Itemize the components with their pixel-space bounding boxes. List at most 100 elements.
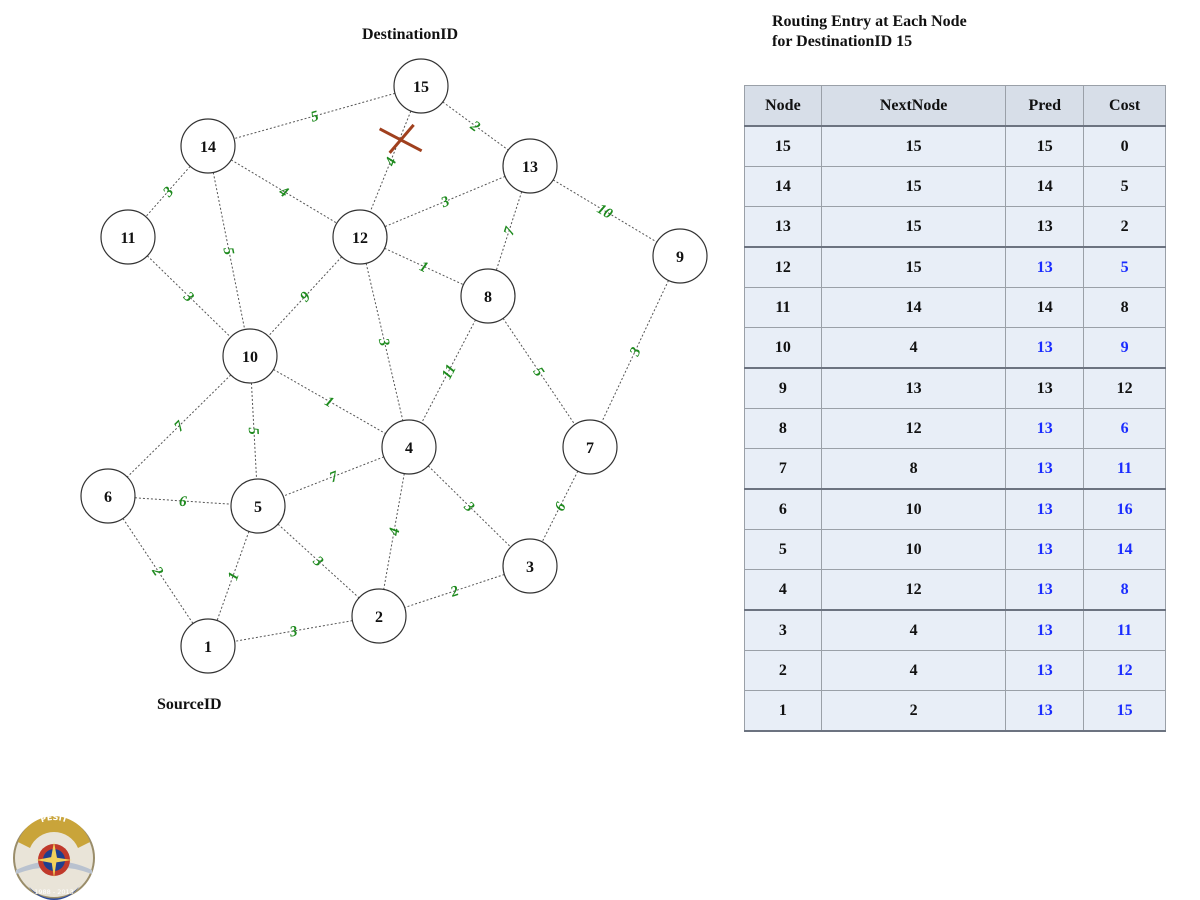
edge-weight-label: 4 <box>275 183 291 201</box>
edge-weight-label: 1 <box>225 570 243 582</box>
cell-nextnode: 15 <box>820 246 1007 288</box>
graph-node-1: 1 <box>180 618 236 674</box>
cell-node: 12 <box>744 246 822 288</box>
edge-12-4 <box>365 263 404 421</box>
edge-4-3 <box>427 465 512 548</box>
graph-node-6: 6 <box>80 468 136 524</box>
graph-node-circle <box>652 228 708 284</box>
graph-node-circle <box>80 468 136 524</box>
graph-node-circle <box>230 478 286 534</box>
edge-weight-label: 5 <box>219 246 236 257</box>
graph-node-label: 12 <box>352 230 368 247</box>
graph-node-7: 7 <box>562 419 618 475</box>
logo-text-bottom: 1988 - 2013 <box>34 888 74 896</box>
cell-cost: 5 <box>1083 166 1166 207</box>
cell-node: 5 <box>744 529 822 570</box>
edge-weight-label: 3 <box>179 288 197 306</box>
table-header-row: Node NextNode Pred Cost <box>744 85 1166 127</box>
cell-node: 14 <box>744 166 822 207</box>
cell-cost: 11 <box>1083 609 1166 651</box>
cell-pred: 13 <box>1005 569 1085 611</box>
table-title: Routing Entry at Each Node for Destinati… <box>772 12 967 52</box>
cell-nextnode: 4 <box>820 609 1007 651</box>
cell-node: 10 <box>744 327 822 369</box>
graph-node-8: 8 <box>460 268 516 324</box>
edge-weight-label: 3 <box>627 345 645 360</box>
cell-nextnode: 10 <box>820 488 1007 530</box>
graph-node-2: 2 <box>351 588 407 644</box>
graph-node-9: 9 <box>652 228 708 284</box>
edge-13-9 <box>552 179 658 243</box>
cell-pred: 13 <box>1005 609 1085 651</box>
edge-weight-label: 9 <box>297 289 314 306</box>
header-pred: Pred <box>1005 85 1085 127</box>
cell-cost: 5 <box>1083 246 1166 288</box>
edge-weight-label: 5 <box>309 108 321 126</box>
graph-node-label: 4 <box>405 440 413 457</box>
graph-node-circle <box>180 618 236 674</box>
cell-node: 3 <box>744 609 822 651</box>
pesit-logo: PESIT 1988 - 2013 <box>13 813 95 900</box>
cell-nextnode: 15 <box>820 166 1007 207</box>
cell-node: 13 <box>744 206 822 248</box>
edge-7-3 <box>541 470 579 543</box>
cell-pred: 13 <box>1005 408 1085 449</box>
cell-nextnode: 10 <box>820 529 1007 570</box>
cell-cost: 0 <box>1083 125 1166 167</box>
graph-node-circle <box>460 268 516 324</box>
edge-10-4 <box>273 368 386 435</box>
cell-pred: 13 <box>1005 206 1085 248</box>
graph-node-label: 2 <box>375 609 383 626</box>
cell-pred: 14 <box>1005 287 1085 328</box>
header-node: Node <box>744 85 822 127</box>
cell-nextnode: 12 <box>820 569 1007 611</box>
svg-text:PESIT: PESIT <box>39 813 69 825</box>
graph-node-circle <box>502 538 558 594</box>
edge-weight-label: 5 <box>245 427 261 436</box>
cell-cost: 2 <box>1083 206 1166 248</box>
edge-6-5 <box>134 497 232 505</box>
cell-pred: 13 <box>1005 488 1085 530</box>
graph-node-label: 3 <box>526 559 534 576</box>
graph-node-10: 10 <box>222 328 278 384</box>
edge-weight-label: 7 <box>327 468 340 486</box>
graph-node-label: 5 <box>254 499 262 516</box>
graph-node-3: 3 <box>502 538 558 594</box>
edge-11-10 <box>146 255 232 338</box>
graph-node-14: 14 <box>180 118 236 174</box>
edge-13-8 <box>495 191 523 271</box>
edge-14-10 <box>212 172 246 330</box>
cell-cost: 16 <box>1083 488 1166 530</box>
cell-cost: 12 <box>1083 650 1166 691</box>
graph-node-label: 9 <box>676 249 684 266</box>
cell-nextnode: 13 <box>820 367 1007 409</box>
graph-node-label: 15 <box>413 79 429 96</box>
cell-pred: 14 <box>1005 166 1085 207</box>
graph-node-12: 12 <box>332 209 388 265</box>
edge-weight-label: 3 <box>160 184 178 201</box>
edge-weight-label: 10 <box>594 201 616 223</box>
cell-pred: 13 <box>1005 327 1085 369</box>
table-title-line1: Routing Entry at Each Node <box>772 13 967 30</box>
cell-pred: 13 <box>1005 529 1085 570</box>
cell-node: 2 <box>744 650 822 691</box>
cell-node: 6 <box>744 488 822 530</box>
logo-text-top: PESIT <box>39 813 69 825</box>
graph-node-circle <box>381 419 437 475</box>
graph-node-label: 11 <box>120 230 135 247</box>
edge-10-6 <box>126 374 232 478</box>
cell-pred: 13 <box>1005 367 1085 409</box>
graph-node-circle <box>100 209 156 265</box>
cell-pred: 13 <box>1005 246 1085 288</box>
edge-weight-label: 1 <box>417 259 431 277</box>
